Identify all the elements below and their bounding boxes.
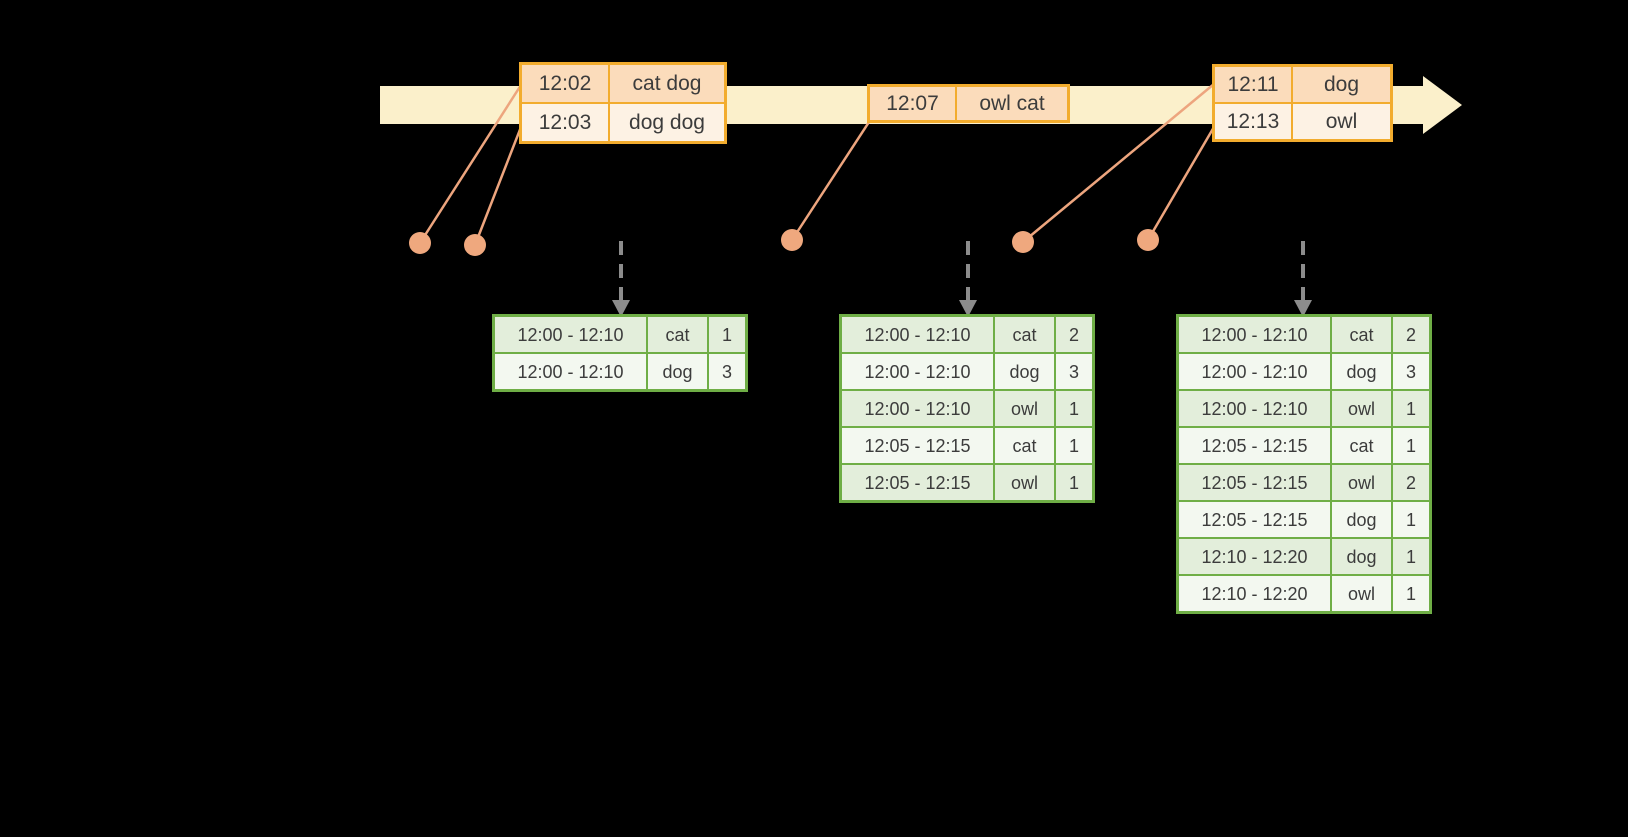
word-cell: dog: [1332, 502, 1391, 537]
window-cell: 12:05 - 12:15: [1179, 502, 1330, 537]
event-words-cell: dog dog: [610, 104, 724, 141]
count-cell: 1: [1393, 428, 1429, 463]
word-cell: cat: [648, 317, 707, 352]
count-cell: 3: [1393, 354, 1429, 389]
word-cell: cat: [995, 428, 1054, 463]
count-cell: 1: [1056, 465, 1092, 500]
event-time-cell: 12:02: [522, 65, 608, 102]
word-cell: owl: [1332, 576, 1391, 611]
word-cell: cat: [1332, 428, 1391, 463]
window-cell: 12:00 - 12:10: [842, 391, 993, 426]
event-table-3: 12:11 dog 12:13 owl: [1212, 64, 1393, 142]
count-cell: 3: [709, 354, 745, 389]
event-dots: [409, 229, 1159, 256]
word-cell: owl: [1332, 465, 1391, 500]
event-time-cell: 12:03: [522, 104, 608, 141]
timeline-arrowhead-icon: [1423, 76, 1462, 134]
trigger-arrows: [619, 241, 1305, 300]
event-dot-icon: [781, 229, 803, 251]
event-words-cell: cat dog: [610, 65, 724, 102]
result-table-2: 12:00 - 12:10 cat 2 12:00 - 12:10 dog 3 …: [839, 314, 1095, 503]
count-cell: 1: [709, 317, 745, 352]
trigger-arrowhead-icon: [959, 300, 977, 317]
window-cell: 12:05 - 12:15: [1179, 428, 1330, 463]
word-cell: dog: [995, 354, 1054, 389]
event-dot-icon: [1012, 231, 1034, 253]
connector-line: [1022, 83, 1215, 243]
word-cell: owl: [995, 465, 1054, 500]
trigger-arrowheads: [612, 300, 1312, 317]
window-cell: 12:00 - 12:10: [1179, 317, 1330, 352]
count-cell: 1: [1393, 391, 1429, 426]
window-cell: 12:00 - 12:10: [842, 317, 993, 352]
word-cell: dog: [1332, 354, 1391, 389]
event-dot-icon: [1137, 229, 1159, 251]
count-cell: 1: [1056, 428, 1092, 463]
count-cell: 1: [1393, 502, 1429, 537]
event-table-1: 12:02 cat dog 12:03 dog dog: [519, 62, 727, 144]
count-cell: 2: [1393, 465, 1429, 500]
event-time-cell: 12:07: [870, 87, 955, 120]
event-table-2: 12:07 owl cat: [867, 84, 1070, 123]
result-table-1: 12:00 - 12:10 cat 1 12:00 - 12:10 dog 3: [492, 314, 748, 392]
connector-line: [790, 121, 871, 241]
event-connector-lines: [418, 83, 1216, 246]
window-cell: 12:05 - 12:15: [842, 465, 993, 500]
event-time-cell: 12:11: [1215, 67, 1291, 102]
result-table-3: 12:00 - 12:10 cat 2 12:00 - 12:10 dog 3 …: [1176, 314, 1432, 614]
event-words-cell: owl: [1293, 104, 1390, 139]
window-cell: 12:10 - 12:20: [1179, 576, 1330, 611]
count-cell: 3: [1056, 354, 1092, 389]
window-cell: 12:00 - 12:10: [495, 317, 646, 352]
word-cell: cat: [1332, 317, 1391, 352]
count-cell: 2: [1056, 317, 1092, 352]
window-cell: 12:05 - 12:15: [1179, 465, 1330, 500]
event-words-cell: dog: [1293, 67, 1390, 102]
connector-line: [473, 126, 523, 246]
count-cell: 2: [1393, 317, 1429, 352]
word-cell: dog: [648, 354, 707, 389]
word-cell: dog: [1332, 539, 1391, 574]
window-cell: 12:10 - 12:20: [1179, 539, 1330, 574]
count-cell: 1: [1393, 576, 1429, 611]
word-cell: cat: [995, 317, 1054, 352]
window-cell: 12:00 - 12:10: [1179, 354, 1330, 389]
event-time-cell: 12:13: [1215, 104, 1291, 139]
count-cell: 1: [1056, 391, 1092, 426]
word-cell: owl: [995, 391, 1054, 426]
trigger-arrowhead-icon: [1294, 300, 1312, 317]
event-dot-icon: [409, 232, 431, 254]
window-cell: 12:05 - 12:15: [842, 428, 993, 463]
count-cell: 1: [1393, 539, 1429, 574]
connector-line: [418, 84, 523, 244]
window-cell: 12:00 - 12:10: [495, 354, 646, 389]
word-cell: owl: [1332, 391, 1391, 426]
trigger-arrowhead-icon: [612, 300, 630, 317]
event-words-cell: owl cat: [957, 87, 1067, 120]
connector-line: [1146, 126, 1216, 241]
window-cell: 12:00 - 12:10: [1179, 391, 1330, 426]
event-dot-icon: [464, 234, 486, 256]
window-cell: 12:00 - 12:10: [842, 354, 993, 389]
